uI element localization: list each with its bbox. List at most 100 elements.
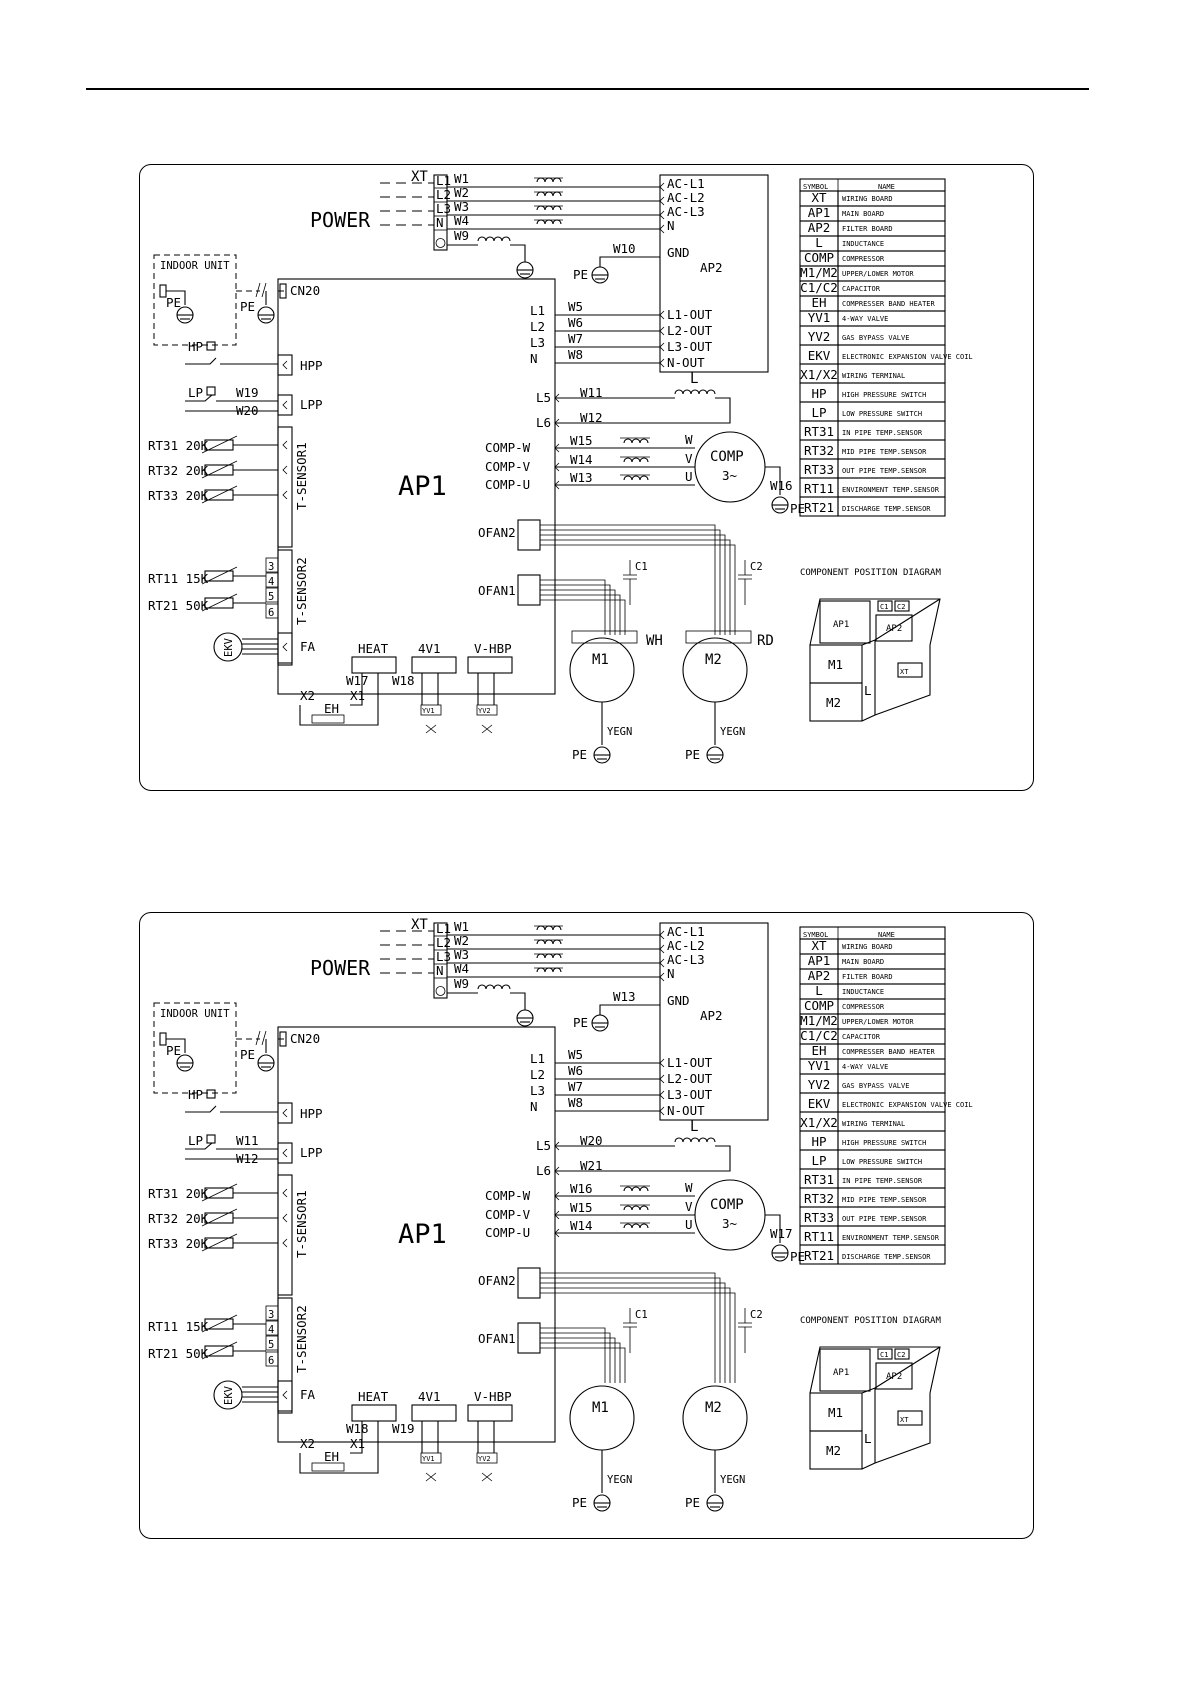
legend-header-symbol: SYMBOL	[803, 183, 828, 191]
w9-coil	[477, 236, 511, 242]
pin-box	[265, 1351, 279, 1367]
m1-connector-bar	[571, 630, 638, 644]
legend-symbol: RT21	[804, 1248, 834, 1263]
lpp-label: LPP	[300, 1145, 323, 1160]
legend-symbol: AP2	[808, 968, 831, 983]
capacitor-icon	[738, 1308, 752, 1353]
hpp-connector	[277, 1102, 293, 1124]
heat-wire	[299, 1421, 379, 1474]
legend-name: HIGH PRESSURE SWITCH	[842, 1139, 926, 1147]
wire-label: W19	[236, 385, 259, 400]
ground-icon	[593, 746, 611, 764]
legend-name: FILTER BOARD	[842, 225, 893, 233]
inductor-coil	[674, 389, 716, 395]
connector-arrow-icon	[282, 1213, 288, 1223]
legend-symbol: EKV	[808, 348, 831, 363]
position-diagram-title: COMPONENT POSITION DIAGRAM	[800, 1316, 941, 1326]
ofan1-wire	[540, 589, 616, 635]
indoor-pe-wire	[166, 1038, 186, 1053]
pos-m2	[809, 682, 863, 722]
gnd-label: GND	[667, 993, 690, 1008]
legend-name: MID PIPE TEMP.SENSOR	[842, 448, 927, 456]
connector-arrow-icon	[659, 1074, 665, 1084]
legend-name: MID PIPE TEMP.SENSOR	[842, 1196, 927, 1204]
pin-box	[265, 587, 279, 603]
pos-m2-label: M2	[826, 1443, 841, 1458]
pos-c1	[877, 600, 893, 612]
connector-arrow-icon	[282, 490, 288, 500]
eh-label: EH	[324, 701, 339, 716]
thermistor-slash	[201, 485, 238, 504]
ap1-output-label: L3	[530, 335, 545, 350]
comp-symbol: 3~	[722, 468, 737, 483]
wire-label: W17	[346, 673, 369, 688]
wire-label: W3	[454, 199, 469, 214]
indoor-unit-label: INDOOR UNIT	[160, 1008, 230, 1020]
legend-name: IN PIPE TEMP.SENSOR	[842, 1177, 923, 1185]
ground-wire	[447, 992, 526, 1010]
m1-label: M1	[592, 652, 609, 668]
capacitor-icon	[623, 560, 637, 605]
ground-icon	[706, 746, 724, 764]
yv1-icon	[420, 704, 442, 716]
thermistor-slash	[201, 1233, 238, 1252]
filter-coil	[536, 939, 562, 945]
wire-label: W9	[454, 228, 469, 243]
pe-label: PE	[573, 267, 588, 282]
comp-terminal-label: COMP-U	[485, 1225, 530, 1240]
capacitor-label: C1	[635, 1309, 648, 1321]
legend-name: ENVIRONMENT TEMP.SENSOR	[842, 486, 940, 494]
legend-symbol: LP	[811, 1153, 826, 1168]
pin-label: 3	[268, 1309, 274, 1321]
legend-symbol: L	[815, 235, 823, 250]
capacitor-label: C2	[750, 1309, 763, 1321]
m2-connector-bar	[685, 630, 752, 644]
connector-arrow-icon	[659, 944, 665, 954]
connector-arrow-icon	[282, 465, 288, 475]
legend-symbol: M1/M2	[800, 265, 838, 280]
pos-c2-label: C2	[897, 1351, 905, 1359]
wh-label: WH	[646, 633, 663, 649]
fa-label: FA	[300, 1387, 316, 1402]
wire-label: W15	[570, 433, 593, 448]
ap2-output-label: L1-OUT	[667, 1055, 713, 1070]
pos-l-label: L	[864, 1431, 872, 1446]
ofan1-connector	[517, 574, 541, 606]
m1-motor-icon	[569, 1385, 635, 1451]
wire-label: W13	[570, 470, 593, 485]
connector-arrow-icon	[659, 958, 665, 968]
connector-arrow-icon	[659, 224, 665, 234]
connector-arrow-icon	[659, 930, 665, 940]
lp-wire	[185, 394, 278, 412]
pin-box	[265, 1320, 279, 1336]
connector-arrow-icon	[659, 210, 665, 220]
pos-l-box	[861, 1387, 876, 1470]
xt-label: XT	[411, 917, 428, 933]
ground-icon	[771, 496, 789, 514]
wire-label: W8	[568, 1095, 583, 1110]
legend-symbol: X1/X2	[800, 367, 838, 382]
valve-wire	[421, 1421, 495, 1453]
legend-symbol: AP2	[808, 220, 831, 235]
heater-icon	[311, 1462, 345, 1472]
ap2-input-label: AC-L2	[667, 190, 705, 205]
legend-symbol: C1/C2	[800, 1028, 838, 1043]
legend-header-symbol: SYMBOL	[803, 931, 828, 939]
x2-label: X2	[300, 688, 315, 703]
power-label: POWER	[310, 956, 371, 980]
comp-coil	[623, 1186, 649, 1192]
legend-symbol: X1/X2	[800, 1115, 838, 1130]
t-sensor1-label: T-SENSOR1	[294, 1190, 309, 1258]
wire-label: W6	[568, 315, 583, 330]
ofan1-connector	[517, 1322, 541, 1354]
pos-xt	[897, 1410, 923, 1426]
ofan2-wire	[540, 1292, 736, 1383]
vhbp-connector	[467, 1404, 513, 1422]
inductor-wire	[555, 397, 731, 424]
legend-name: GAS BYPASS VALVE	[842, 334, 909, 342]
comp-terminal-label: COMP-W	[485, 440, 531, 455]
ap1-output-label: L2	[530, 319, 545, 334]
ap2-label: AP2	[700, 260, 723, 275]
